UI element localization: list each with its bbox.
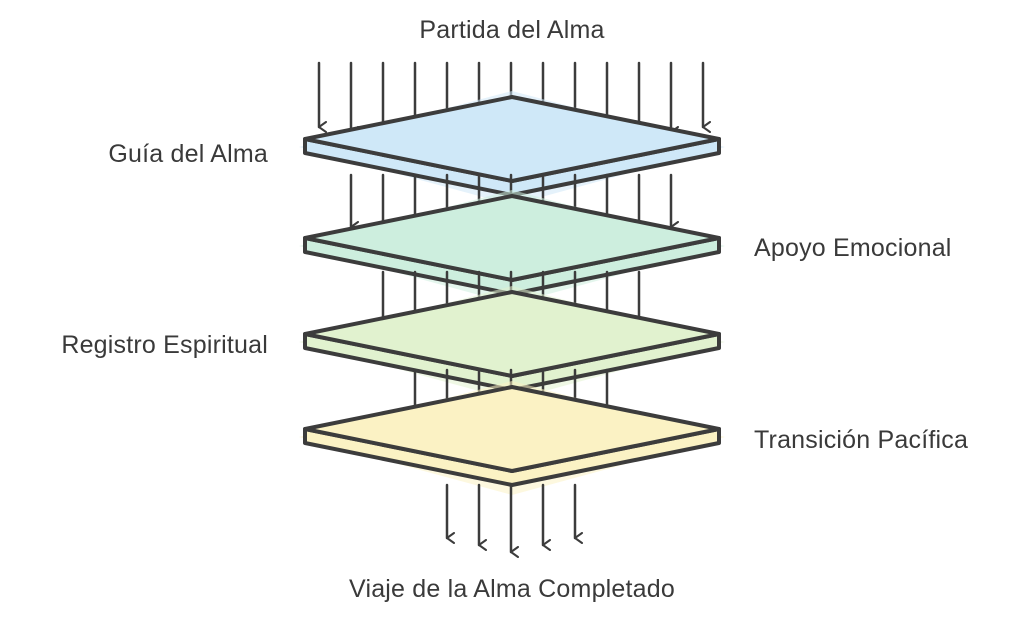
diagram-bottom-label: Viaje de la Alma Completado [349,575,675,603]
layer-guia-del-alma [299,91,725,205]
diagram-top-label: Partida del Alma [419,16,605,44]
layer-top-face [303,194,721,282]
layer-label-registro-espiritual: Registro Espiritual [61,331,268,359]
layer-top-face [303,290,721,378]
layer-label-transicion-pacifica: Transición Pacífica [754,426,969,454]
layer-top-face [303,95,721,183]
layer-label-apoyo-emocional: Apoyo Emocional [754,234,952,262]
layer-transicion-pacifica [299,381,725,495]
layer-top-face [303,385,721,473]
layer-label-guia-del-alma: Guía del Alma [108,140,268,168]
layer-registro-espiritual [299,286,725,400]
arrows-exit [445,483,583,558]
